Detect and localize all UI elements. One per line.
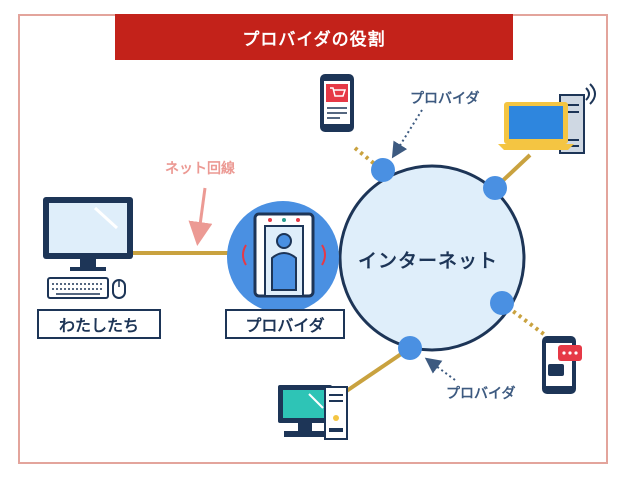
net-line-arrow [188, 187, 213, 246]
provider-label-box: プロバイダ [225, 309, 345, 339]
mouse-icon [112, 279, 126, 299]
smartphone-shop-icon [320, 74, 354, 132]
title-banner: プロバイダの役割 [115, 14, 513, 60]
network-node [490, 291, 514, 315]
network-node [483, 176, 507, 200]
provider-label-top: プロバイダ [410, 91, 480, 107]
security-gate-icon [242, 212, 326, 298]
smartphone-chat-icon [542, 336, 582, 394]
network-node [371, 158, 395, 182]
internet-label: インターネット [358, 250, 499, 272]
provider-label-bottom: プロバイダ [446, 386, 516, 402]
provider-arrow-top [391, 109, 423, 159]
keyboard-icon [47, 277, 109, 299]
desktop-pc-icon [43, 197, 133, 271]
laptop-server-icon [498, 83, 596, 154]
desktop-tower-icon [278, 385, 348, 440]
net-line-label: ネット回線 [165, 161, 235, 177]
dotted-link [343, 346, 412, 394]
provider-arrow-bottom [424, 357, 456, 381]
us-label: わたしたち [37, 309, 161, 339]
network-node [398, 336, 422, 360]
internet-circle [338, 164, 526, 352]
